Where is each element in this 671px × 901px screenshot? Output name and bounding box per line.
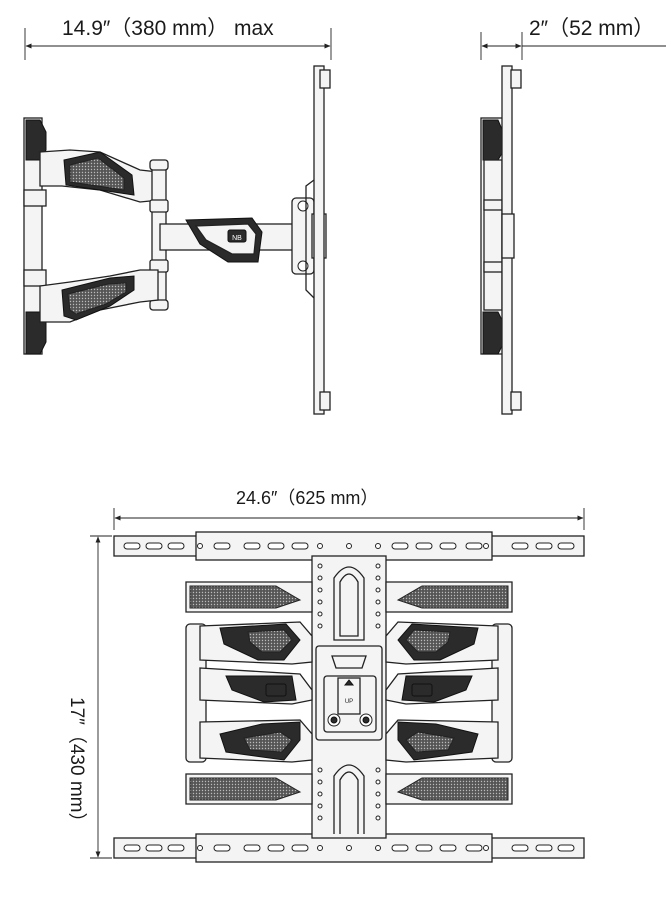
top-rail [113,531,585,561]
rail-slot [267,542,285,550]
column-hole [375,815,381,821]
rail-slot [243,542,261,550]
rail-slot [415,844,433,852]
column-hole [375,611,381,617]
column-hole [317,563,323,569]
forearm-middle: NB [159,217,299,263]
rail-slot [465,844,483,852]
column-hole [317,791,323,797]
column-hole [375,563,381,569]
upper-arm-top [39,149,169,311]
rail-slot [415,542,433,550]
svg-text:NB: NB [232,235,242,242]
rail-slot [391,844,409,852]
rail-hole [317,845,323,851]
column-hole [375,779,381,785]
rail-slot [145,542,163,550]
rail-slot [511,542,529,550]
column-hole [317,767,323,773]
rail-slot [243,844,261,852]
height-dimension-line [90,535,112,859]
rail-slot [213,542,231,550]
rail-slot [535,542,553,550]
rail-hole [483,543,489,549]
rail-hole [375,845,381,851]
lower-mesh-arms [185,773,513,805]
rail-slot [511,844,529,852]
tv-bracket-side [305,65,331,415]
lower-arm-bottom [39,269,159,323]
rail-slot [557,844,575,852]
column-hole [375,803,381,809]
width-dimension-label: 24.6″（625 mm） [236,488,379,508]
height-dimension-label: 17″（430 mm） [66,697,87,832]
column-hole [317,611,323,617]
rail-slot [291,844,309,852]
rail-slot [267,844,285,852]
rail-slot [123,542,141,550]
column-hole [375,623,381,629]
width-dimension-line [113,508,585,530]
column-hole [317,779,323,785]
extension-dimension-line [24,28,332,60]
column-hole [317,599,323,605]
rail-slot [167,542,185,550]
rail-slot [391,542,409,550]
upper-mesh-arms [185,581,513,613]
wall-plate-side [23,117,47,355]
rail-hole [197,543,203,549]
arms-left [185,621,313,763]
rail-hole [197,845,203,851]
rail-slot [439,542,457,550]
column-hole [375,575,381,581]
rail-hole [375,543,381,549]
bottom-rail [113,833,585,863]
rail-slot [213,844,231,852]
column-hole [375,767,381,773]
rail-slot [291,542,309,550]
side-view-extended: NB [23,28,332,415]
profile-dimension-label: 2″（52 mm） [529,17,655,40]
column-hole [375,587,381,593]
rail-hole [346,845,352,851]
rail-slot [465,542,483,550]
column-hole [317,587,323,593]
front-view: UP [90,508,585,863]
arms-right [385,621,513,763]
column-hole [375,599,381,605]
column-hole [317,575,323,581]
rail-slot [557,542,575,550]
column-hole [375,791,381,797]
rail-slot [167,844,185,852]
rail-hole [483,845,489,851]
rail-slot [535,844,553,852]
column-hole [317,623,323,629]
profile-view-folded [480,32,666,415]
rail-hole [346,543,352,549]
rail-slot [145,844,163,852]
profile-dimension-line [480,32,666,60]
rail-slot [439,844,457,852]
rail-slot [123,844,141,852]
column-hole [317,803,323,809]
up-marker: UP [345,699,353,705]
center-column: UP [311,555,387,839]
extension-dimension-label: 14.9″（380 mm） max [62,17,274,40]
rail-hole [317,543,323,549]
column-hole [317,815,323,821]
